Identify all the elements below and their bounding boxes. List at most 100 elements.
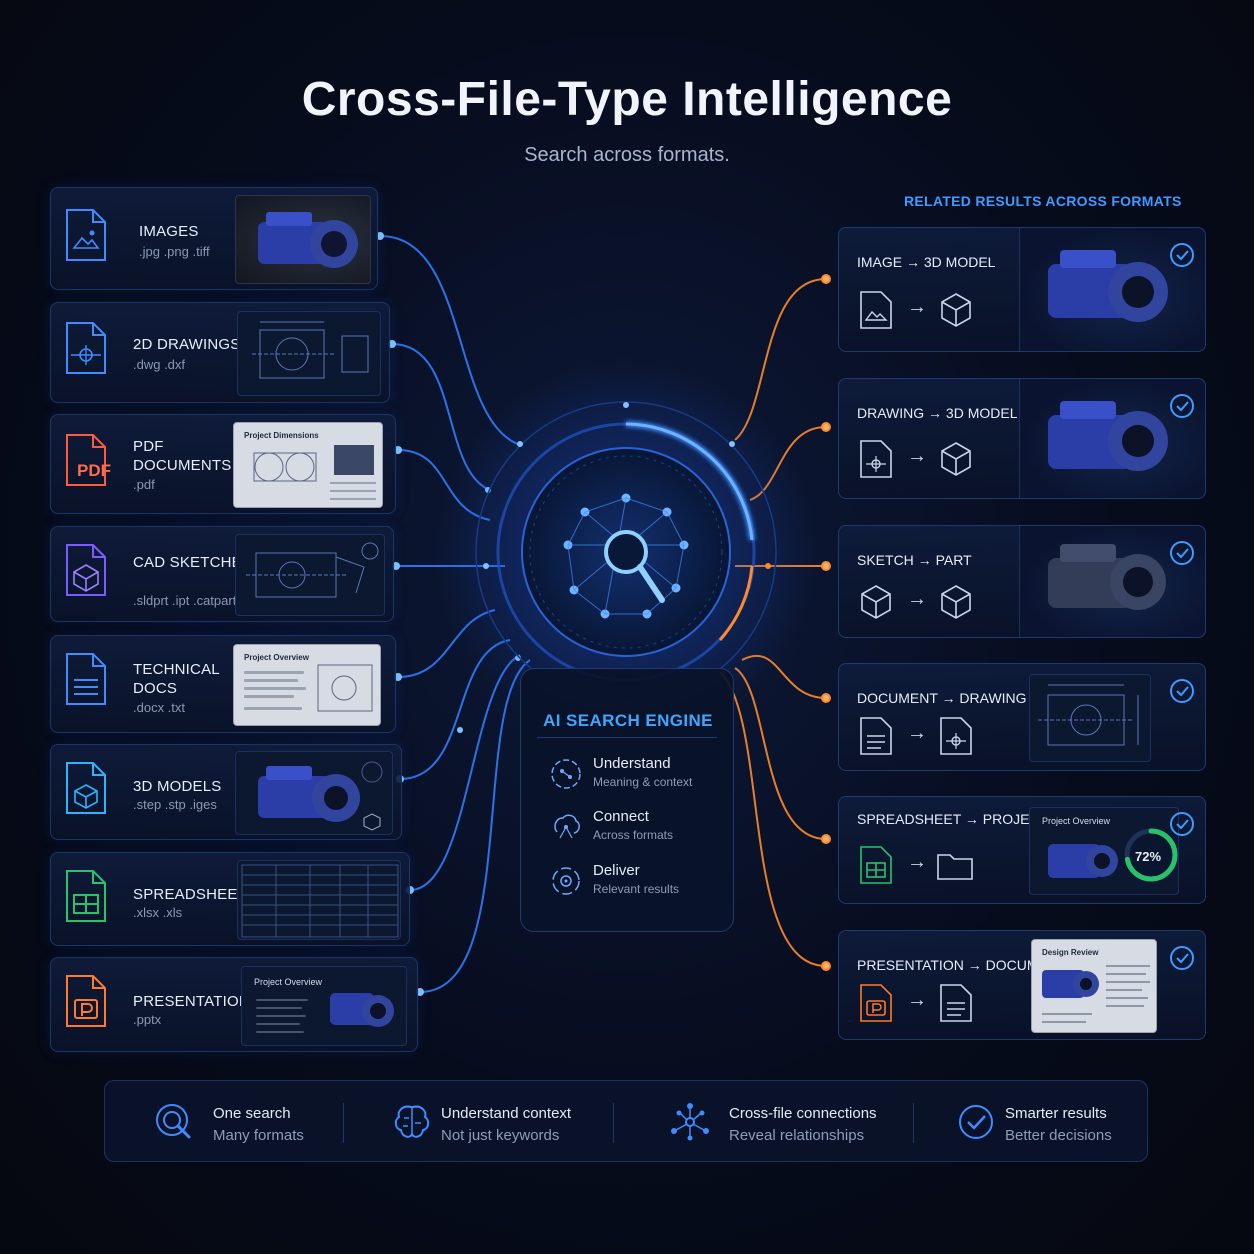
image-file-icon (66, 209, 106, 261)
right-wire-nodes (821, 274, 831, 971)
understand-icon (551, 759, 581, 789)
engine-item-subtitle: Relevant results (593, 882, 680, 896)
result-thumbnail (1019, 526, 1205, 637)
drawing-file-icon (860, 440, 892, 478)
result-thumbnail (1029, 674, 1151, 762)
benefit-subtitle: Reveal relationships (729, 1127, 865, 1144)
source-label: PDF DOCUMENTS (133, 438, 232, 474)
result-label: SKETCH → PART (857, 552, 972, 568)
source-label: 3D MODELS (133, 778, 222, 795)
source-extensions: .xlsx .xls (133, 905, 183, 920)
engine-title: AI SEARCH ENGINE (543, 711, 713, 730)
related-results-heading: RELATED RESULTS ACROSS FORMATS (904, 193, 1182, 209)
spreadsheet-file-icon (860, 846, 892, 884)
arrow: → (907, 722, 927, 744)
source-label: CAD SKETCHES (133, 554, 253, 571)
page-title: Cross-File-Type Intelligence (301, 73, 953, 126)
engine-item-subtitle: Across formats (593, 828, 674, 842)
source-extensions: .dwg .dxf (133, 357, 186, 372)
benefit-subtitle: Many formats (213, 1127, 304, 1144)
cube-icon (941, 585, 971, 619)
progress-ring (1124, 828, 1178, 882)
check-circle-icon (1170, 243, 1194, 267)
sketch-thumbnail (235, 534, 385, 616)
spreadsheet-file-icon (66, 870, 106, 922)
thumb-title: Project Overview (254, 977, 323, 987)
search-glass-icon (604, 530, 665, 603)
network-icon (671, 1103, 709, 1141)
ai-search-engine-panel: AI SEARCH ENGINE Understand Meaning & co… (520, 668, 734, 932)
source-card-spreadsheets[interactable]: SPREADSHEETS .xlsx .xls (50, 852, 410, 946)
source-card-technical-docs[interactable]: TECHNICAL DOCS .docx .txt Project Overvi… (50, 635, 396, 733)
page-subtitle: Search across formats. (524, 144, 730, 166)
engine-item-title: Deliver (593, 862, 640, 879)
source-label: IMAGES (139, 223, 199, 240)
source-card-2d-drawings[interactable]: 2D DRAWINGS .dwg .dxf (50, 302, 390, 403)
result-label: SPREADSHEET → PROJECT (857, 811, 1049, 827)
check-circle-icon (1170, 812, 1194, 836)
arrow: → (907, 445, 927, 467)
result-card-presentation-to-document[interactable]: PRESENTATION → DOCUMENT → Design Review (838, 930, 1206, 1040)
engine-item-deliver: Deliver Relevant results (549, 862, 729, 902)
thumb-title: Project Overview (1042, 816, 1111, 826)
source-card-cad-sketches[interactable]: CAD SKETCHES .sldprt .ipt .catpart (50, 526, 394, 622)
check-circle-icon (1170, 394, 1194, 418)
pdf-icon-text: PDF (77, 461, 111, 480)
source-card-images[interactable]: IMAGES .jpg .png .tiff (50, 187, 378, 290)
drawing-thumbnail (237, 311, 381, 396)
connect-icon (554, 814, 580, 839)
doc-file-icon (940, 984, 972, 1022)
result-label: DOCUMENT → DRAWING (857, 690, 1027, 706)
doc-file-icon (860, 717, 892, 755)
result-card-drawing-to-3d-model[interactable]: DRAWING → 3D MODEL → (838, 378, 1206, 499)
image-file-icon (860, 291, 892, 329)
result-card-image-to-3d-model[interactable]: IMAGE → 3D MODEL → (838, 227, 1206, 352)
result-card-spreadsheet-to-project[interactable]: SPREADSHEET → PROJECT → Project Overview… (838, 796, 1206, 904)
cube-icon (941, 293, 971, 327)
result-label: DRAWING → 3D MODEL (857, 405, 1018, 421)
thumb-title: Project Overview (244, 653, 309, 662)
check-circle-icon (1170, 946, 1194, 970)
source-card-pdf-documents[interactable]: PDF PDF DOCUMENTS .pdf Project Dimension… (50, 414, 396, 514)
benefit-subtitle: Not just keywords (441, 1127, 560, 1144)
check-circle-icon (959, 1105, 993, 1139)
brain-icon (394, 1105, 430, 1138)
divider (537, 737, 717, 738)
source-label: SPREADSHEETS (133, 886, 258, 903)
engine-item-subtitle: Meaning & context (593, 775, 693, 789)
central-hub (436, 362, 816, 742)
drawing-file-icon (66, 322, 106, 374)
benefit-title: Understand context (441, 1105, 572, 1122)
cube-icon (941, 442, 971, 476)
result-thumbnail (1019, 379, 1205, 498)
source-label: 2D DRAWINGS (133, 336, 241, 353)
source-label: PRESENTATIONS (133, 993, 261, 1010)
source-card-presentations[interactable]: PRESENTATIONS .pptx Project Overview (50, 957, 418, 1052)
benefit-title: Smarter results (1005, 1105, 1107, 1122)
engine-item-connect: Connect Across formats (549, 808, 729, 848)
model-thumbnail (235, 751, 393, 835)
source-extensions: .jpg .png .tiff (139, 244, 210, 259)
result-label: IMAGE → 3D MODEL (857, 254, 996, 270)
presentation-file-icon (66, 975, 106, 1027)
result-card-document-to-drawing[interactable]: DOCUMENT → DRAWING → (838, 663, 1206, 771)
thumb-title: Project Dimensions (244, 431, 319, 440)
benefit-title: One search (213, 1105, 291, 1122)
benefit-subtitle: Better decisions (1005, 1127, 1112, 1144)
arrow: → (907, 989, 927, 1011)
spreadsheet-thumbnail (237, 860, 401, 940)
source-extensions: .pdf (133, 477, 155, 492)
source-card-3d-models[interactable]: 3D MODELS .step .stp .iges (50, 744, 402, 840)
search-icon (156, 1104, 191, 1139)
doc-file-icon (66, 653, 106, 705)
source-extensions: .sldprt .ipt .catpart (133, 593, 237, 608)
divider (613, 1103, 614, 1143)
result-card-sketch-to-part[interactable]: SKETCH → PART → (838, 525, 1206, 638)
presentation-thumbnail: Project Overview (241, 966, 407, 1046)
drawing-file-icon (940, 717, 972, 755)
folder-icon (937, 854, 973, 880)
design-review-thumbnail: Design Review (1031, 939, 1157, 1033)
arrow: → (907, 588, 927, 610)
engine-item-understand: Understand Meaning & context (549, 755, 729, 795)
